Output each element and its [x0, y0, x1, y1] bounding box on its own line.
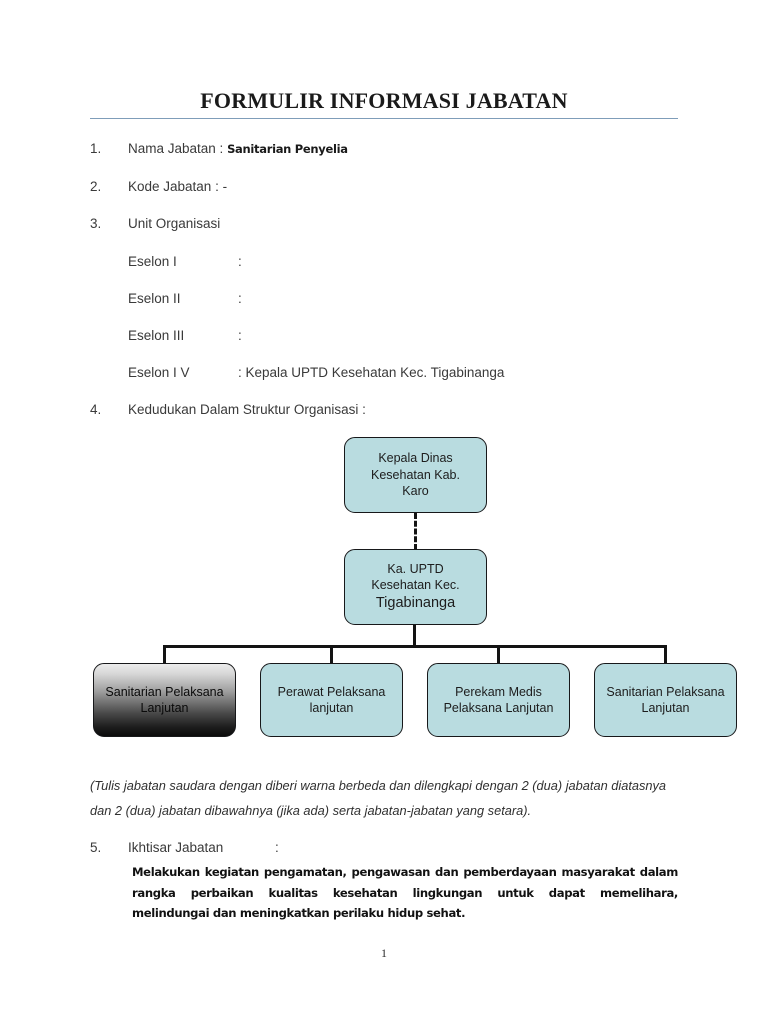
connector-drop-2: [330, 645, 334, 666]
org-node-line: Sanitarian Pelaksana: [105, 684, 224, 699]
item-number-4: 4.: [90, 402, 102, 417]
connector-stem-uptd: [413, 625, 417, 647]
eselon-4-value: : Kepala UPTD Kesehatan Kec. Tigabinanga: [238, 365, 505, 380]
org-node-line: Perawat Pelaksana: [277, 684, 386, 699]
connector-drop-4: [663, 645, 667, 666]
org-node-line: Kesehatan Kab.: [371, 467, 460, 482]
org-node-line: Lanjutan: [140, 701, 189, 715]
item-number-3: 3.: [90, 216, 102, 231]
chart-instruction-note: (Tulis jabatan saudara dengan diberi war…: [90, 778, 667, 818]
org-node-line-emphasis: Tigabinanga: [375, 594, 456, 611]
connector-bus: [163, 645, 667, 649]
org-node-line: Lanjutan: [641, 701, 690, 715]
eselon-2-label: Eselon II: [128, 291, 181, 306]
org-node-sanitarian-pelaksana-lanjutan-2[interactable]: Sanitarian Pelaksana Lanjutan: [594, 663, 737, 737]
eselon-3-label: Eselon III: [128, 328, 185, 343]
page-title: FORMULIR INFORMASI JABATAN: [200, 88, 568, 113]
connector-drop-1: [163, 645, 167, 666]
item-number-1: 1.: [90, 141, 102, 156]
ikhtisar-paragraph: Melakukan kegiatan pengamatan, pengawasa…: [132, 865, 678, 921]
ikhtisar-colon: :: [275, 840, 279, 855]
org-node-sanitarian-pelaksana-lanjutan-1[interactable]: Sanitarian Pelaksana Lanjutan: [93, 663, 236, 737]
title-divider: [90, 118, 678, 119]
item-number-2: 2.: [90, 179, 102, 194]
connector-drop-3: [497, 645, 501, 666]
org-node-line: Pelaksana Lanjutan: [443, 701, 554, 715]
org-node-perekam-medis-pelaksana-lanjutan[interactable]: Perekam Medis Pelaksana Lanjutan: [427, 663, 570, 737]
item-label-1: Nama Jabatan : Sanitarian Penyelia: [128, 141, 348, 156]
org-node-kepala-dinas[interactable]: Kepala Dinas Kesehatan Kab. Karo: [344, 437, 487, 513]
org-node-perawat-pelaksana-lanjutan[interactable]: Perawat Pelaksana lanjutan: [260, 663, 403, 737]
nama-jabatan-value: Sanitarian Penyelia: [227, 142, 348, 156]
eselon-1-value: :: [238, 254, 242, 269]
eselon-3-value: :: [238, 328, 242, 343]
kedudukan-label: Kedudukan Dalam Struktur Organisasi :: [128, 402, 366, 417]
nama-jabatan-label: Nama Jabatan :: [128, 141, 224, 156]
org-node-line: lanjutan: [309, 701, 354, 715]
org-node-line: Ka. UPTD: [387, 561, 444, 576]
unit-organisasi-label: Unit Organisasi: [128, 216, 221, 231]
org-node-line: Sanitarian Pelaksana: [606, 684, 725, 699]
connector-dashed-kepala-to-uptd: [414, 513, 417, 550]
org-node-line: Kepala Dinas: [378, 451, 453, 466]
eselon-1-label: Eselon I: [128, 254, 177, 269]
ikhtisar-label: Ikhtisar Jabatan: [128, 840, 224, 855]
item-number-5: 5.: [90, 840, 102, 855]
org-node-ka-uptd[interactable]: Ka. UPTD Kesehatan Kec. Tigabinanga: [344, 549, 487, 625]
org-node-line: Karo: [402, 484, 429, 499]
eselon-4-label: Eselon I V: [128, 365, 190, 380]
eselon-2-value: :: [238, 291, 242, 306]
org-node-line: Kesehatan Kec.: [371, 578, 460, 593]
kode-jabatan-label: Kode Jabatan : -: [128, 179, 228, 194]
page-number: 1: [381, 946, 387, 960]
org-node-line: Perekam Medis: [455, 684, 542, 699]
